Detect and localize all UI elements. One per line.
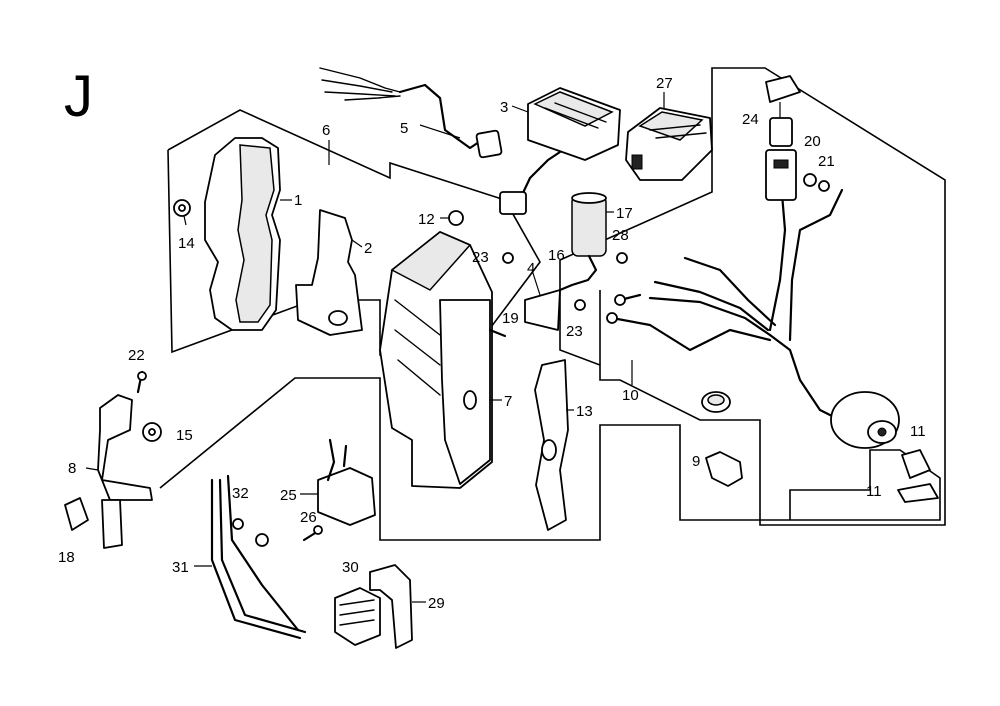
callout-6: 6: [322, 122, 330, 139]
part-fuse-24: [765, 117, 797, 201]
callout-5: 5: [400, 120, 408, 137]
callout-7: 7: [504, 393, 512, 410]
part-control-box-7: [379, 231, 502, 489]
part-screw-19: [488, 328, 507, 338]
callout-4: 4: [527, 260, 535, 277]
part-cover: [204, 137, 292, 331]
part-nut-15: [142, 422, 162, 442]
part-wire-31: [194, 474, 307, 640]
part-washer-28: [616, 252, 628, 264]
callout-22: 22: [128, 347, 145, 364]
part-bolt-22: [136, 370, 147, 394]
frame-harness-group: [559, 67, 946, 526]
part-terminal-11b: [897, 483, 939, 503]
callout-11b: 11: [866, 483, 882, 500]
part-harness-10: [606, 168, 844, 422]
part-cover-20: [765, 75, 801, 118]
part-screw-32: [232, 518, 244, 530]
callout-15: 15: [176, 427, 193, 444]
callout-20: 20: [804, 133, 821, 150]
callout-19: 19: [502, 310, 519, 327]
callout-11a: 11: [910, 423, 926, 440]
part-screw-23b: [574, 299, 586, 311]
callout-9: 9: [692, 453, 700, 470]
part-condenser-17: [558, 192, 614, 292]
callout-27: 27: [656, 75, 673, 92]
part-stay-13: [534, 359, 574, 531]
part-terminal-11a: [901, 449, 931, 479]
callout-13: 13: [576, 403, 593, 420]
callout-28: 28: [612, 227, 629, 244]
part-grommet: [701, 391, 731, 413]
part-bracket-8: [85, 394, 153, 549]
part-cap-21: [803, 173, 830, 192]
callout-26: 26: [300, 509, 317, 526]
part-rectifier-25: [300, 438, 376, 526]
part-plate-4: [524, 269, 561, 331]
callout-2: 2: [364, 240, 372, 257]
callout-23a: 23: [472, 249, 489, 266]
part-clip-18: [64, 497, 89, 531]
callout-12: 12: [418, 211, 435, 228]
part-screw-26: [302, 525, 323, 542]
part-regulator-30: [334, 587, 381, 646]
part-nut-12: [440, 210, 464, 226]
callout-23b: 23: [566, 323, 583, 340]
callout-18: 18: [58, 549, 75, 566]
callout-16: 16: [548, 247, 565, 264]
callout-14: 14: [178, 235, 195, 252]
callout-3: 3: [500, 99, 508, 116]
part-bracket-2: [295, 209, 363, 336]
callout-29: 29: [428, 595, 445, 612]
section-letter: J: [64, 64, 93, 129]
part-regulator-3: [499, 87, 621, 215]
part-regulator-27: [625, 92, 713, 181]
part-screw-23a: [502, 252, 514, 264]
callout-10: 10: [622, 387, 639, 404]
callout-21: 21: [818, 153, 835, 170]
part-relay: [830, 391, 900, 449]
part-bracket-29: [369, 564, 426, 649]
part-clamp-9: [705, 451, 743, 487]
callout-24: 24: [742, 111, 759, 128]
part-grommet-14: [173, 199, 191, 226]
part-wire-lead-5: [319, 67, 503, 159]
callout-1: 1: [294, 192, 302, 209]
callout-8: 8: [68, 460, 76, 477]
callout-31: 31: [172, 559, 189, 576]
callout-30: 30: [342, 559, 359, 576]
callout-17: 17: [616, 205, 633, 222]
callout-32: 32: [232, 485, 249, 502]
callout-25: 25: [280, 487, 297, 504]
